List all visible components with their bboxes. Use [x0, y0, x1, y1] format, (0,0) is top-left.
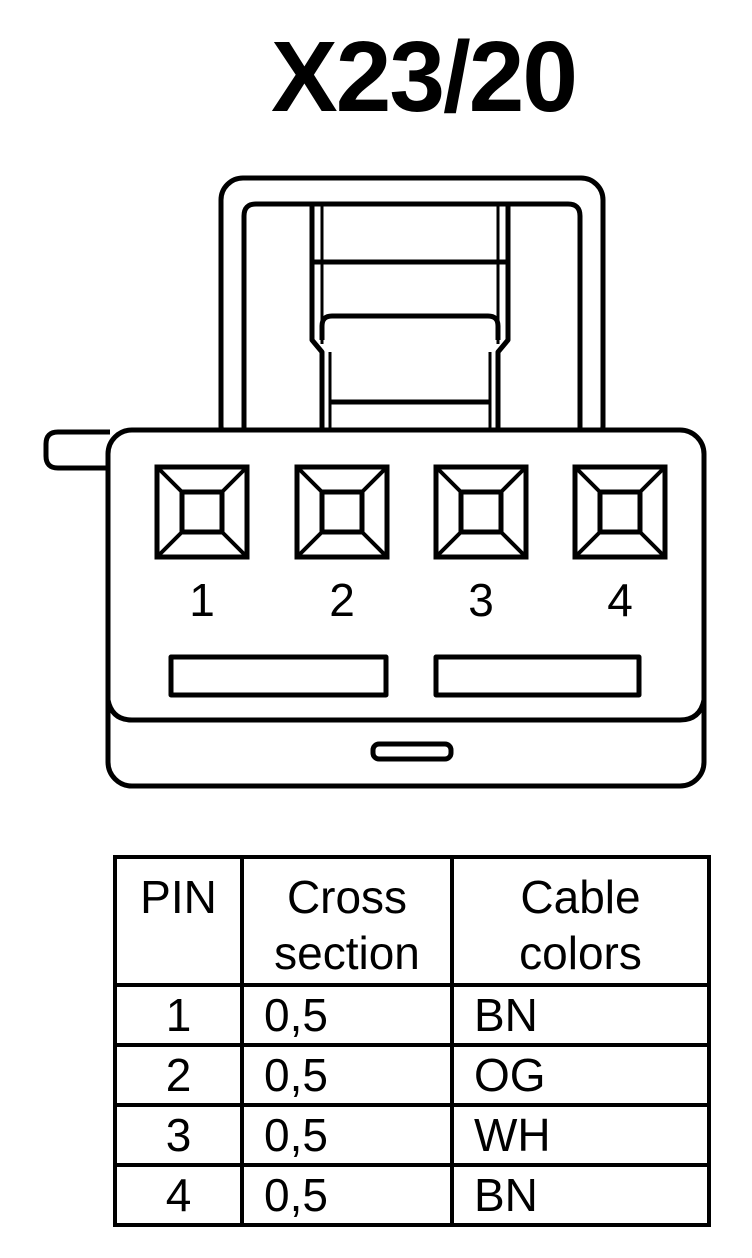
cell-cross-section: 0,5: [240, 1043, 454, 1107]
latch-inner: [241, 201, 583, 448]
pin-label-2: 2: [329, 574, 355, 626]
table-row: 1 0,5 BN: [113, 983, 711, 1047]
slot-left: [168, 654, 389, 698]
cell-cross-section: 0,5: [240, 1103, 454, 1167]
table-row: 2 0,5 OG: [113, 1043, 711, 1107]
connector-diagram: 1 2 3 4: [43, 175, 707, 789]
cell-cable-color: BN: [450, 1163, 711, 1227]
side-tab: [43, 429, 110, 471]
pin-label-1: 1: [189, 574, 215, 626]
cell-pin: 4: [113, 1163, 244, 1227]
table-row: 4 0,5 BN: [113, 1163, 711, 1227]
cell-pin: 3: [113, 1103, 244, 1167]
connector-title: X23/20: [271, 21, 578, 133]
pin-label-4: 4: [607, 574, 633, 626]
cell-cross-section: 0,5: [240, 983, 454, 1047]
header-cross-section: Cross section: [240, 855, 454, 987]
pin-cavity-1: [154, 464, 250, 560]
key-slot: [370, 741, 454, 762]
cell-cable-color: WH: [450, 1103, 711, 1167]
cell-cable-color: BN: [450, 983, 711, 1047]
header-cable-colors: Cable colors: [450, 855, 711, 987]
header-pin: PIN: [113, 855, 244, 987]
slot-right: [433, 654, 642, 698]
pin-cavity-3: [433, 464, 529, 560]
latch-outer: [218, 175, 606, 451]
cell-pin: 2: [113, 1043, 244, 1107]
body-shelf: [105, 699, 707, 723]
cell-cable-color: OG: [450, 1043, 711, 1107]
pin-cavity-4: [572, 464, 668, 560]
pin-cavity-2: [294, 464, 390, 560]
pin-table: PIN Cross section Cable colors 1 0,5 BN …: [113, 855, 711, 1227]
cell-pin: 1: [113, 983, 244, 1047]
pin-label-3: 3: [468, 574, 494, 626]
cell-cross-section: 0,5: [240, 1163, 454, 1227]
table-header-row: PIN Cross section Cable colors: [113, 855, 711, 987]
table-row: 3 0,5 WH: [113, 1103, 711, 1167]
